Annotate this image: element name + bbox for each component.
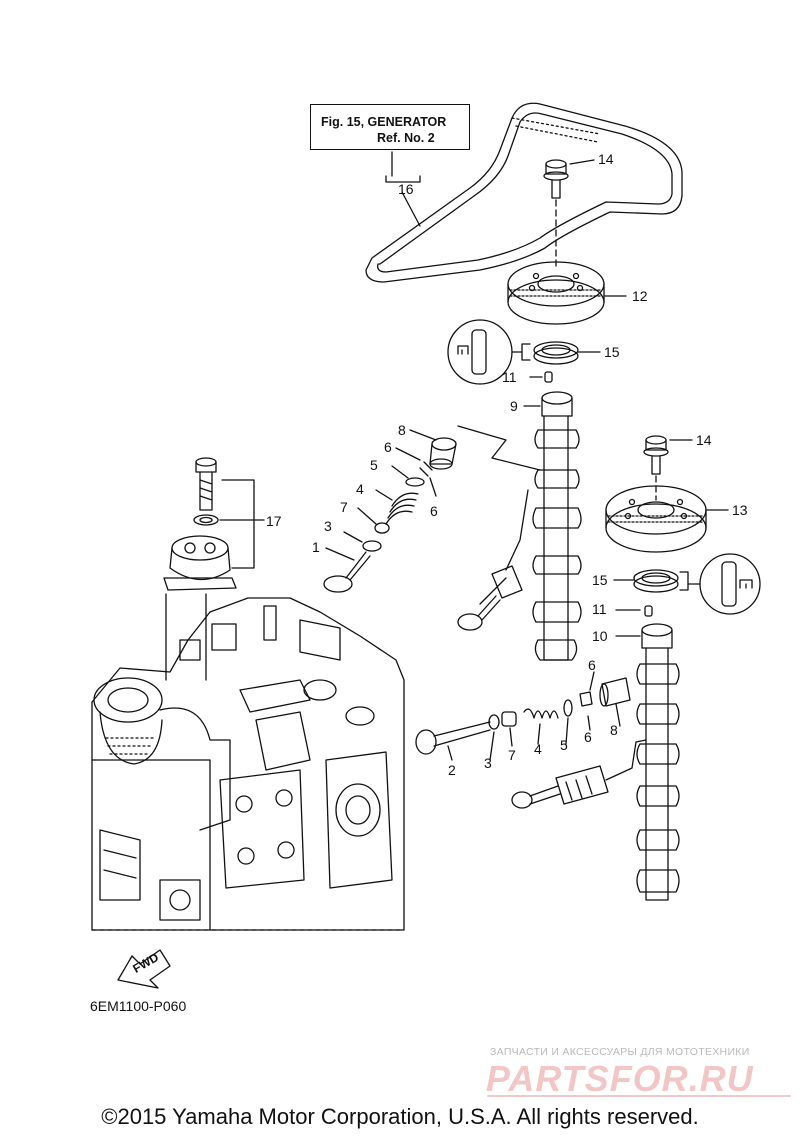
callout-15-lower: 15 (592, 572, 608, 588)
callout-2: 2 (448, 762, 456, 778)
callout-17: 17 (266, 513, 282, 529)
callout-7-upper: 7 (340, 499, 348, 515)
callout-6-upper-b: 6 (430, 503, 438, 519)
timing-belt-part (365, 102, 683, 283)
camshaft-part-upper (523, 391, 582, 661)
callout-14-lower: 14 (696, 432, 712, 448)
belt-tensioner-part (163, 457, 265, 681)
callout-14-upper: 14 (598, 151, 614, 167)
camshaft-part-lower (615, 623, 680, 901)
oil-seal-part-upper (521, 341, 601, 365)
callout-6-lower-b: 6 (584, 729, 592, 745)
dowel-pin-part-upper (529, 371, 553, 383)
watermark-tagline: ЗАПЧАСТИ И АКСЕССУАРЫ ДЛЯ МОТОТЕХНИКИ (490, 1046, 750, 1058)
callout-8-upper: 8 (398, 422, 406, 438)
ref-box-line2: Ref. No. 2 (377, 131, 435, 145)
copyright-notice: ©2015 Yamaha Motor Corporation, U.S.A. A… (101, 1104, 699, 1129)
callout-15-upper: 15 (604, 344, 620, 360)
valve-train-part-lower (415, 671, 647, 809)
callout-10: 10 (592, 628, 608, 644)
engine-block-part (91, 597, 405, 931)
callout-12: 12 (632, 288, 648, 304)
callout-1: 1 (312, 539, 320, 555)
cam-pulley-part-lower (605, 485, 729, 553)
callout-4-upper: 4 (356, 481, 364, 497)
valve-train-part-upper (323, 425, 541, 631)
ref-box-leader (385, 151, 421, 227)
callout-5-upper: 5 (370, 457, 378, 473)
dowel-pin-part-lower (615, 605, 653, 617)
callout-7-lower: 7 (508, 747, 516, 763)
callout-3-lower: 3 (484, 755, 492, 771)
figure-reference-box: Fig. 15, GENERATOR Ref. No. 2 (310, 104, 470, 150)
forward-direction-arrow (117, 949, 171, 989)
callout-6-lower-a: 6 (588, 657, 596, 673)
bolt-part-upper (543, 159, 595, 269)
callout-13: 13 (732, 502, 748, 518)
callout-11-upper: 11 (502, 369, 517, 385)
watermark-logo: PARTSFOR.RU (486, 1058, 754, 1099)
callout-9: 9 (510, 398, 518, 414)
callout-5-lower: 5 (560, 737, 568, 753)
callout-6-upper-a: 6 (384, 439, 392, 455)
ref-box-line1: Fig. 15, GENERATOR (321, 115, 447, 129)
seal-detail-inset-upper (447, 319, 523, 385)
oil-seal-part-lower (613, 569, 689, 593)
callout-8-lower: 8 (610, 722, 618, 738)
seal-detail-inset-lower (687, 553, 761, 615)
callout-11-lower: 11 (592, 601, 607, 617)
diagram-code: 6EM1100-P060 (90, 998, 187, 1014)
cam-pulley-part-upper (507, 261, 627, 325)
callout-3-upper: 3 (324, 518, 332, 534)
callout-16: 16 (398, 181, 414, 197)
bolt-part-lower (643, 435, 693, 501)
callout-4-lower: 4 (534, 741, 542, 757)
